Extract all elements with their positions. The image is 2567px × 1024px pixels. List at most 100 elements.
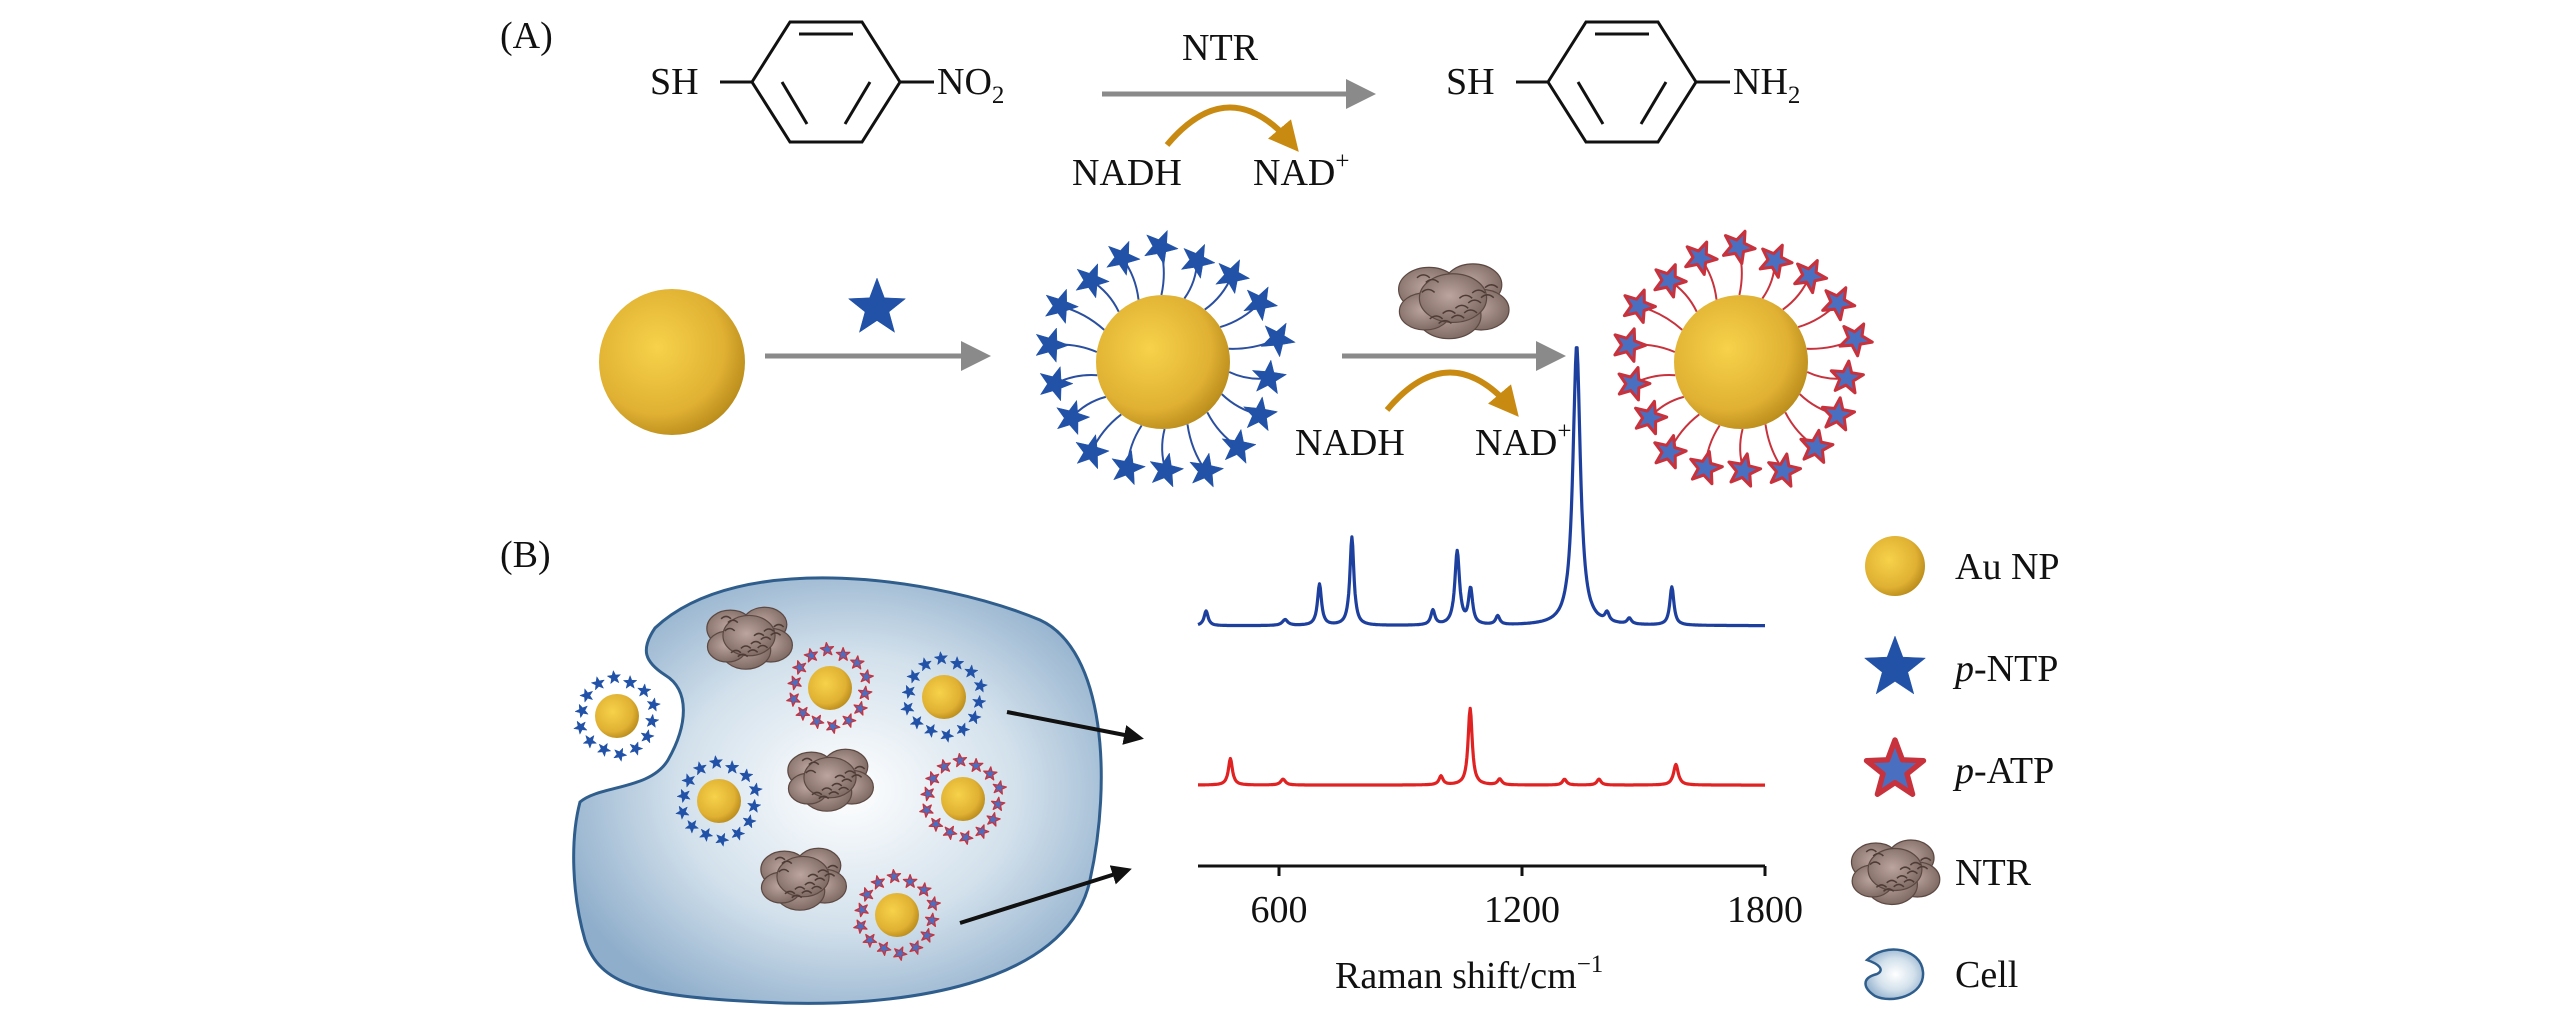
pointer-arrow-bottom	[959, 865, 1132, 925]
red-star-icon	[1829, 359, 1865, 395]
legend-label: NTR	[1955, 852, 2032, 894]
spectrum-p-ntp-line	[1197, 346, 1766, 628]
au-np-icon	[922, 675, 966, 719]
ntr-protein-icon	[1850, 839, 1941, 906]
blue-star-icon	[574, 704, 589, 718]
np-p-ntp-conjugate	[1035, 230, 1296, 488]
red-star-icon	[925, 771, 940, 786]
benzene-ring-icon	[1546, 20, 1698, 144]
x-tick-label: 600	[1251, 889, 1308, 931]
red-star-icon	[1613, 327, 1648, 363]
blue-star-icon	[848, 277, 906, 333]
red-star-icon	[952, 752, 968, 768]
blue-star-icon	[1106, 240, 1141, 276]
red-star-icon	[826, 719, 841, 734]
red-star-icon	[1721, 229, 1757, 266]
blue-star-icon	[591, 676, 605, 691]
red-star-icon	[1653, 263, 1688, 299]
au-np-icon	[941, 777, 985, 821]
red-star-icon	[1758, 243, 1794, 279]
blue-star-icon	[747, 799, 762, 813]
red-star-icon	[870, 875, 885, 890]
np-p-atp-particle	[853, 868, 941, 961]
blue-star-icon	[597, 743, 611, 757]
red-star-icon	[786, 692, 801, 707]
spectrum-p-atp-line	[1197, 706, 1766, 787]
blue-star-icon	[582, 735, 597, 749]
blue-star-icon	[972, 695, 987, 709]
x-tick-label: 1200	[1484, 889, 1560, 931]
red-star-icon	[920, 928, 935, 943]
red-star-icon	[1622, 288, 1657, 324]
red-star-icon	[909, 940, 924, 955]
red-star-icon	[1653, 434, 1688, 470]
blue-star-icon	[739, 768, 754, 783]
legend-label: p-ATP	[1952, 750, 2054, 792]
blue-star-icon	[1260, 322, 1296, 358]
x-tick-label: 1800	[1727, 889, 1803, 931]
blue-star-icon	[950, 656, 965, 670]
red-star-icon	[986, 812, 1001, 827]
blue-star-icon	[731, 826, 745, 841]
red-star-icon	[853, 701, 868, 716]
reactant-group-label: NO2	[937, 61, 1004, 109]
red-star-icon	[975, 824, 990, 839]
blue-star-icon	[909, 716, 924, 730]
blue-star-icon	[715, 832, 730, 847]
red-star-icon	[803, 648, 818, 663]
legend-item: Cell	[1864, 948, 2018, 1001]
blue-star-icon	[964, 664, 979, 679]
red-star-icon	[809, 714, 825, 730]
reactant-p-ntp-structure: SH NO2	[650, 20, 1004, 144]
np-p-atp-conjugate	[1613, 229, 1874, 488]
red-star-icon	[853, 919, 868, 934]
red-star-icon	[792, 660, 807, 675]
ntr-protein-icon	[1397, 263, 1510, 340]
blue-star-icon	[1243, 286, 1278, 321]
legend-item: p-ATP	[1863, 737, 2054, 797]
blue-star-icon	[1075, 263, 1110, 299]
red-star-icon	[917, 882, 932, 897]
au-np-icon	[1674, 295, 1808, 429]
au-np-icon	[875, 893, 919, 937]
panel-b-label: (B)	[500, 534, 551, 576]
blue-star-icon	[1221, 429, 1257, 464]
red-star-icon	[1684, 240, 1719, 276]
blue-star-icon	[974, 678, 988, 693]
blue-star-icon	[967, 710, 982, 725]
red-star-icon	[1799, 428, 1835, 464]
blue-star-icon	[1189, 452, 1224, 488]
au-np-icon	[1865, 536, 1925, 596]
blue-star-icon	[637, 683, 652, 698]
blue-star-icon	[906, 669, 920, 684]
benzene-ring-icon	[750, 20, 902, 144]
np-p-ntp-particle	[573, 670, 661, 762]
red-star-icon	[1838, 322, 1874, 358]
red-star-icon	[1821, 286, 1857, 322]
blue-star-icon	[934, 651, 948, 665]
red-star-icon	[936, 759, 951, 774]
red-star-icon	[1793, 259, 1829, 295]
product-sh-label: SH	[1446, 61, 1495, 103]
blue-star-icon	[607, 670, 621, 684]
red-star-icon	[1820, 396, 1857, 432]
red-star-icon	[924, 912, 940, 928]
blue-star-icon	[613, 747, 628, 762]
blue-star-icon	[901, 685, 916, 699]
blue-star-icon	[699, 828, 713, 842]
bare-au-np	[599, 289, 745, 435]
blue-star-icon	[684, 820, 699, 834]
red-star-icon	[795, 706, 811, 721]
blue-star-icon	[676, 789, 691, 803]
blue-star-icon	[1056, 400, 1090, 435]
blue-star-icon	[647, 697, 661, 712]
au-np-icon	[808, 666, 852, 710]
blue-star-icon	[918, 657, 932, 672]
np-p-atp-particle	[919, 752, 1007, 845]
red-star-icon	[1617, 366, 1652, 402]
np-p-ntp-particle	[900, 651, 988, 743]
blue-star-icon	[579, 688, 593, 703]
pointer-arrow-top	[1006, 710, 1144, 745]
